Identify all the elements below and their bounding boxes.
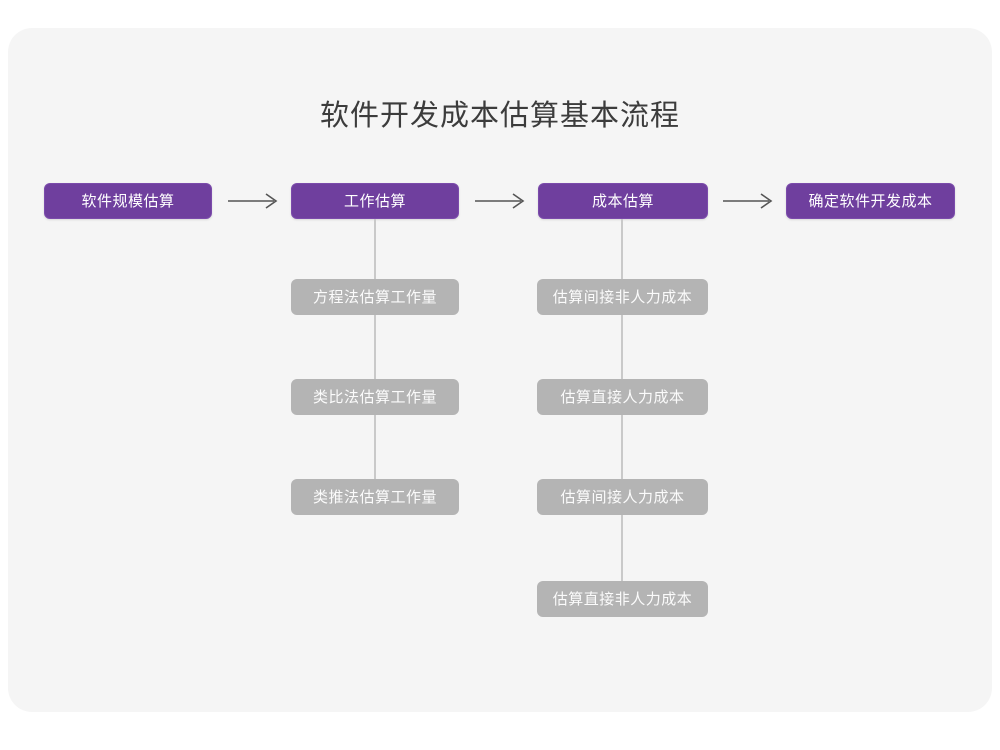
cost-item-node-direct-nonlabor[interactable]: 估算直接非人力成本 [537, 581, 708, 617]
connector-line-effort [374, 219, 376, 481]
cost-item-node-indirect-labor[interactable]: 估算间接人力成本 [537, 479, 708, 515]
stage-node-scale[interactable]: 软件规模估算 [44, 183, 212, 219]
page-title: 软件开发成本估算基本流程 [319, 100, 680, 132]
stage-node-cost[interactable]: 成本估算 [538, 183, 708, 219]
cost-item-node-indirect-nonlabor[interactable]: 估算间接非人力成本 [537, 279, 708, 315]
effort-method-node-equation[interactable]: 方程法估算工作量 [291, 279, 459, 315]
arrow-right-icon [473, 190, 529, 212]
arrow-right-icon [226, 190, 282, 212]
effort-method-node-inference[interactable]: 类推法估算工作量 [291, 479, 459, 515]
effort-method-node-analogy[interactable]: 类比法估算工作量 [291, 379, 459, 415]
diagram-card [8, 28, 992, 712]
stage-node-final[interactable]: 确定软件开发成本 [786, 183, 955, 219]
stage-node-effort[interactable]: 工作估算 [291, 183, 459, 219]
cost-item-node-direct-labor[interactable]: 估算直接人力成本 [537, 379, 708, 415]
arrow-right-icon [721, 190, 777, 212]
